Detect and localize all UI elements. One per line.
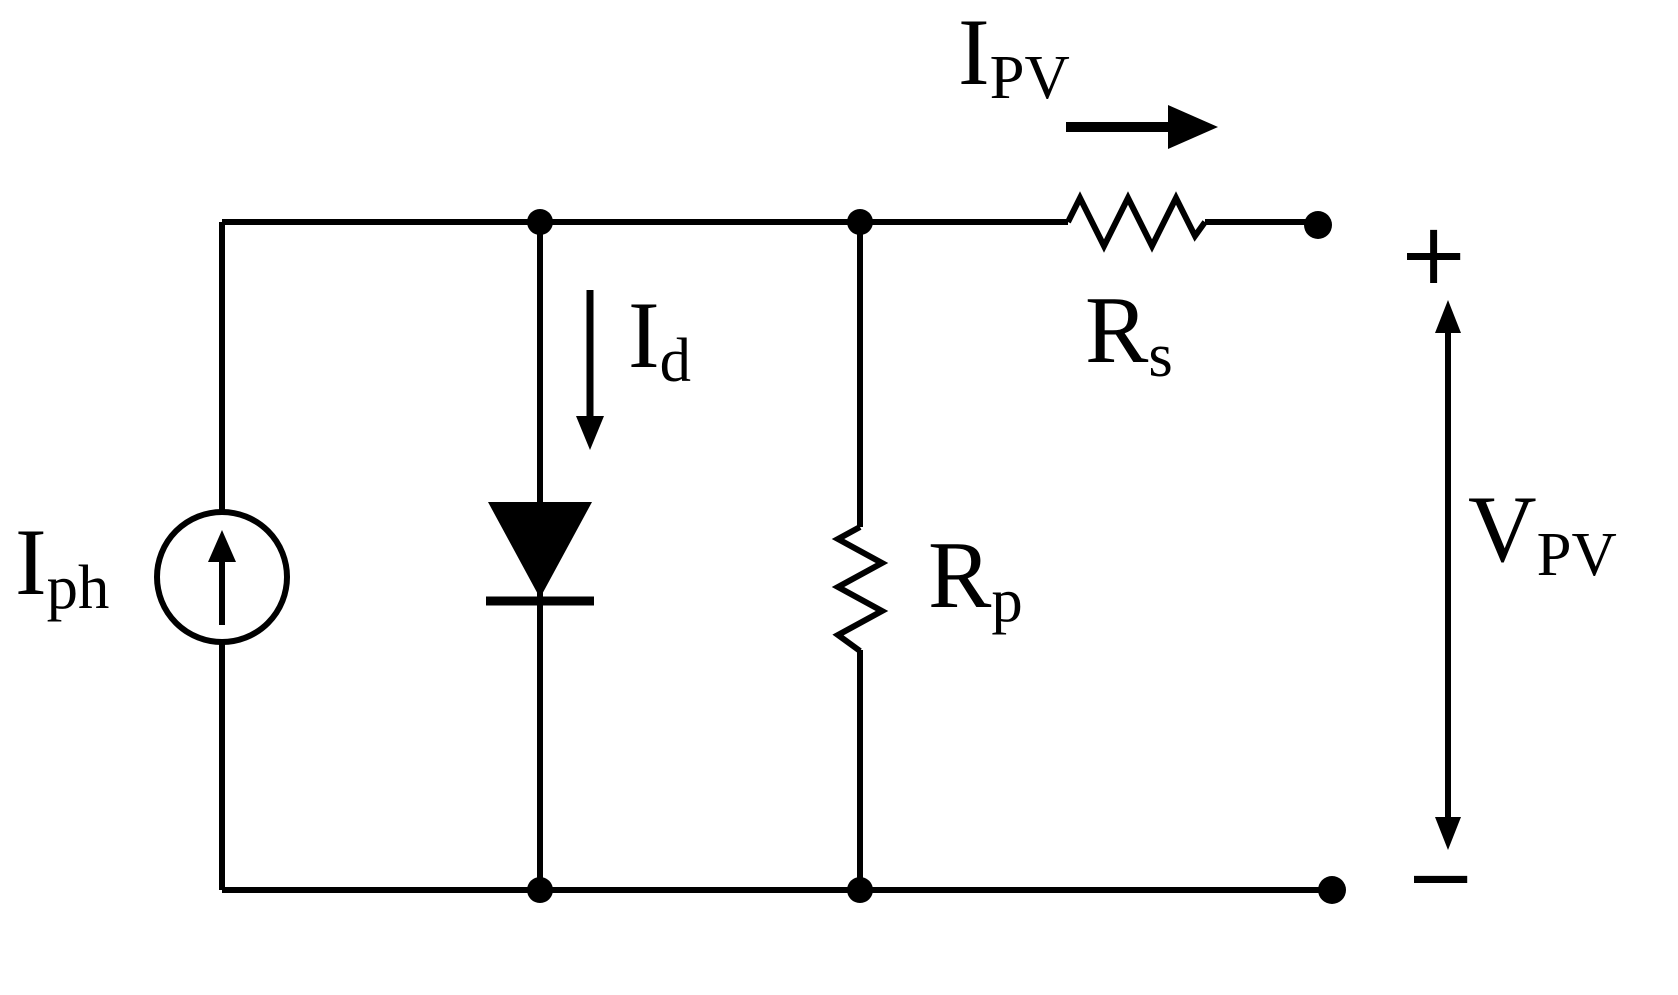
shunt-resistance-label: Rp	[928, 528, 1023, 632]
output-voltage-label-base: V	[1468, 476, 1537, 582]
junction-dot	[847, 877, 873, 903]
output-voltage-arrow-icon	[1435, 300, 1461, 850]
diode-current-label-base: I	[628, 282, 660, 388]
series-resistance-label-base: R	[1085, 277, 1149, 383]
photocurrent-label-sub: ph	[46, 551, 110, 622]
output-current-label: IPV	[958, 5, 1070, 109]
output-current-label-sub: PV	[989, 41, 1070, 112]
diode-current-arrow-icon	[576, 290, 604, 450]
shunt-resistance-label-sub: p	[991, 564, 1023, 635]
terminal-dot-negative	[1318, 876, 1346, 904]
diode-current-label: Id	[628, 288, 691, 392]
negative-terminal-sign: −	[1405, 828, 1477, 927]
junction-dot	[527, 877, 553, 903]
diode-current-label-sub: d	[659, 324, 691, 395]
series-resistance-label-sub: s	[1148, 319, 1173, 390]
junction-dot	[847, 209, 873, 235]
output-voltage-label: VPV	[1468, 482, 1617, 586]
photocurrent-label: Iph	[15, 515, 109, 619]
junction-dot	[527, 209, 553, 235]
output-voltage-label-sub: PV	[1536, 518, 1617, 589]
current-source-arrow-icon	[208, 530, 236, 625]
output-current-arrow-icon	[1066, 105, 1218, 149]
series-resistor-symbol	[1065, 191, 1208, 253]
series-resistance-label: Rs	[1085, 283, 1173, 387]
photocurrent-label-base: I	[15, 509, 47, 615]
positive-terminal-sign: +	[1398, 205, 1470, 304]
terminal-dot-positive	[1304, 211, 1332, 239]
diode-symbol	[486, 502, 594, 606]
shunt-resistor-symbol	[831, 524, 889, 654]
output-current-label-base: I	[958, 0, 990, 105]
shunt-resistance-label-base: R	[928, 522, 992, 628]
